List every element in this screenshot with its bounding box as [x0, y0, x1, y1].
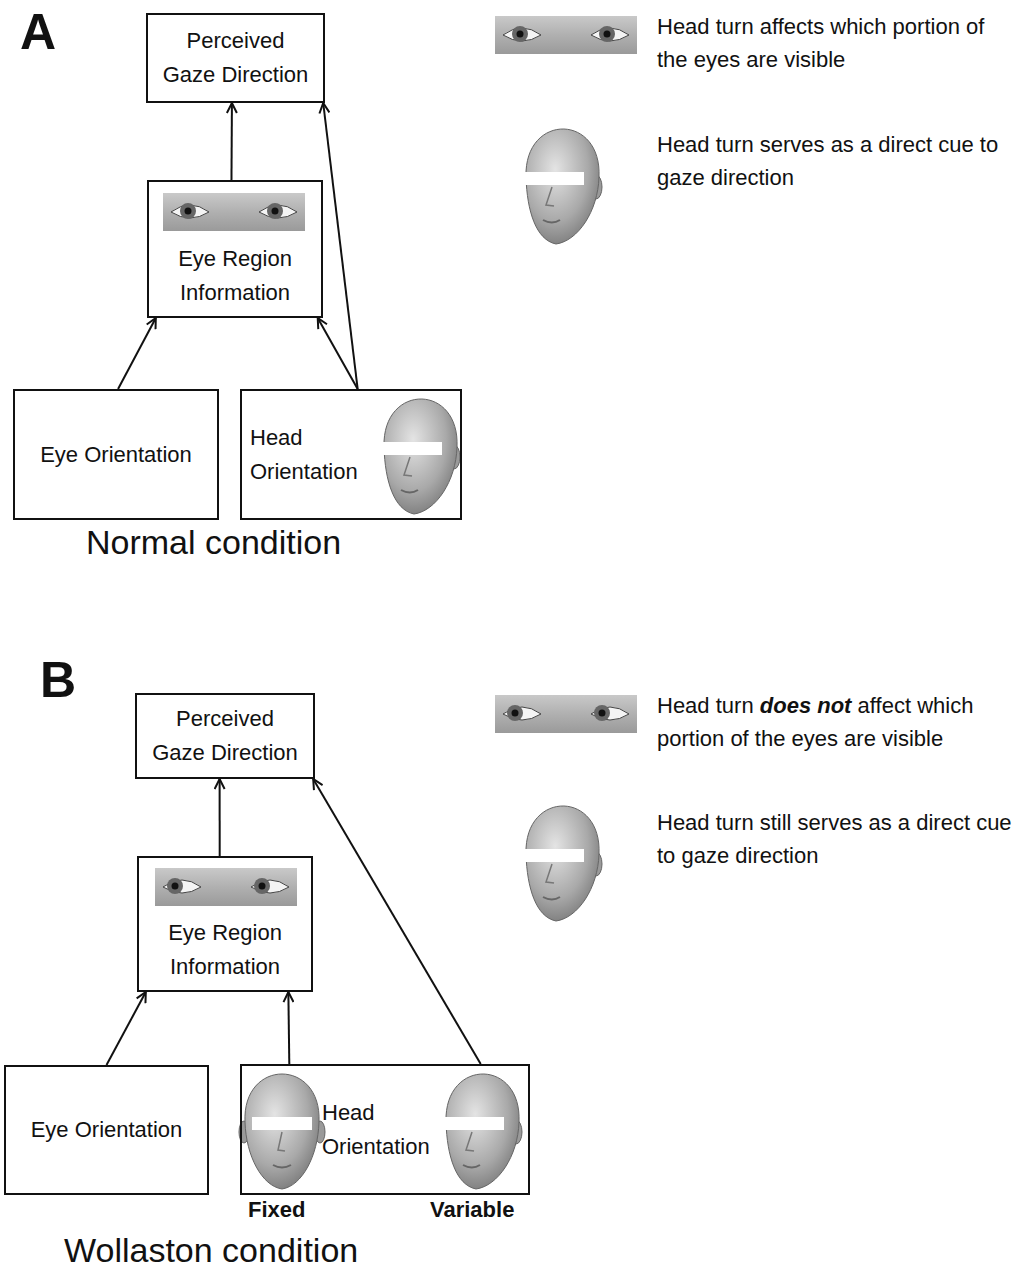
annotation-text: Head turndoes notaffect which portion of… [657, 689, 1019, 755]
annotation-text: Head turn [657, 693, 754, 718]
arrow-connector [118, 318, 156, 389]
process-box: Head Orientation [240, 1064, 530, 1195]
head-caption: Variable [430, 1197, 514, 1223]
arrow-connector [323, 103, 357, 389]
annotation-text: Head turn serves as a direct cue to gaze… [657, 128, 1019, 194]
condition-title: Normal condition [86, 522, 341, 563]
process-box: Eye Region Information [147, 180, 323, 318]
process-box: Eye Orientation [13, 389, 219, 520]
box-text: Eye Orientation [25, 438, 207, 472]
process-box: Eye Orientation [4, 1065, 209, 1195]
process-box: Eye Region Information [137, 856, 313, 992]
annotation-text: Head turn affects which portion of the e… [657, 10, 1019, 76]
box-text: Eye Region Information [157, 242, 313, 310]
process-box: Head Orientation [240, 389, 462, 520]
emphasis-text: does not [760, 693, 852, 718]
arrow-connector [318, 318, 358, 389]
arrow-connector [230, 103, 232, 180]
box-text: Perceived Gaze Direction [147, 702, 303, 770]
box-text: Eye Region Information [147, 916, 303, 984]
process-box: Perceived Gaze Direction [135, 693, 315, 779]
arrow-connector [287, 992, 290, 1064]
arrow-connector [107, 992, 146, 1065]
process-box: Perceived Gaze Direction [146, 13, 325, 103]
arrow-connector [219, 779, 221, 856]
panel-letter: B [40, 650, 76, 710]
panel-letter: A [20, 2, 56, 62]
box-text: Head Orientation [250, 421, 372, 489]
annotation-text: Head turn still serves as a direct cue t… [657, 806, 1019, 872]
box-text: Head Orientation [322, 1096, 448, 1164]
condition-title: Wollaston condition [64, 1230, 358, 1271]
box-text: Perceived Gaze Direction [158, 24, 313, 92]
arrow-connector [313, 779, 481, 1064]
head-caption: Fixed [248, 1197, 305, 1223]
box-text: Eye Orientation [16, 1113, 197, 1147]
